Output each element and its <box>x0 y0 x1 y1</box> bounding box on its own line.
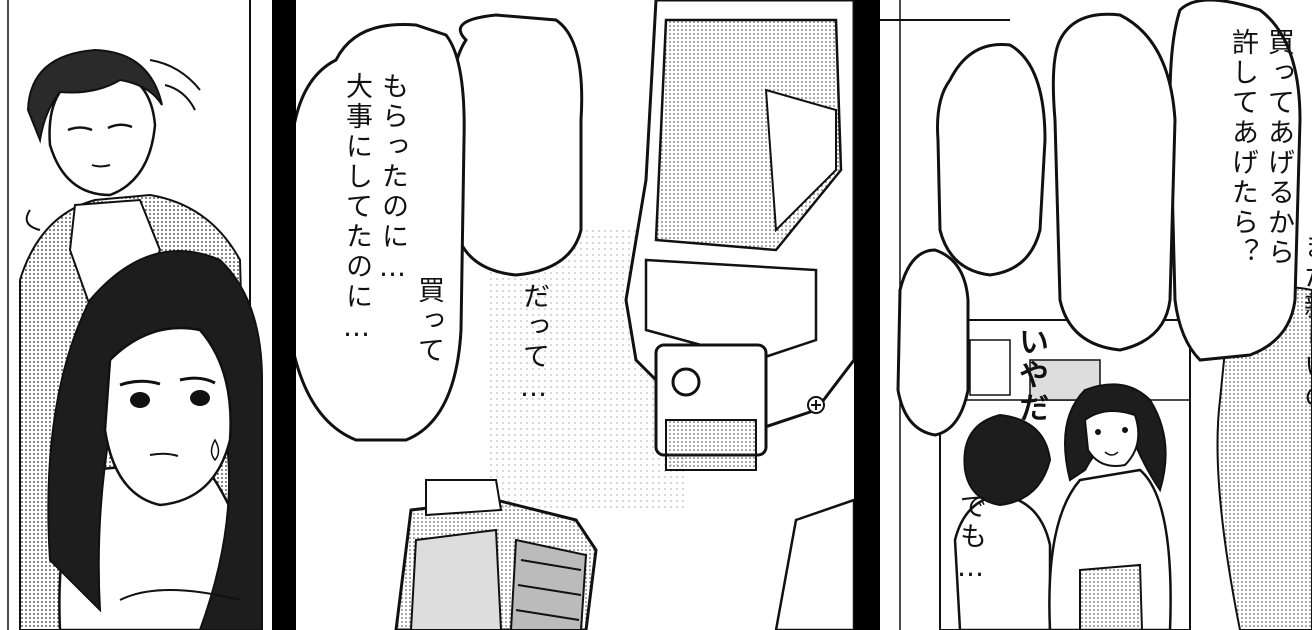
panel-right-art <box>880 0 1312 630</box>
speech-bubble-katte-moratta: 買ってもらったのに…大事にしてたのに… <box>302 72 482 412</box>
bubble-text-line: いやだ <box>1013 326 1048 425</box>
speech-bubble-mata-atarashii: また新しいの買ってあげるから許してあげたら？ <box>1188 28 1312 412</box>
panel-middle-art <box>296 0 854 630</box>
speech-bubble-datte: だって… <box>479 78 587 406</box>
panel-middle: だって… 買ってもらったのに…大事にしてたのに… <box>296 0 854 630</box>
bubble-text-line: 買って <box>413 276 444 366</box>
bubble-text-line: もらったのに… <box>377 72 408 286</box>
panel-left <box>0 0 272 630</box>
speech-bubble-iyada: いやだ <box>976 98 1084 425</box>
speech-bubble-demo: でも… <box>916 288 1024 586</box>
bubble-text-line: だって… <box>518 282 549 406</box>
bubble-text-line: でも… <box>955 492 986 586</box>
bubble-text-line: また新しいの <box>1299 232 1312 412</box>
bubble-text-line: 許してあげたら？ <box>1227 28 1258 268</box>
panel-left-art <box>7 0 263 630</box>
bubble-text-line: 買ってあげるから <box>1263 28 1294 268</box>
bubble-text-line: 大事にしてたのに… <box>341 72 372 346</box>
panel-right: また新しいの買ってあげるから許してあげたら？ いやだ でも… <box>880 0 1312 630</box>
